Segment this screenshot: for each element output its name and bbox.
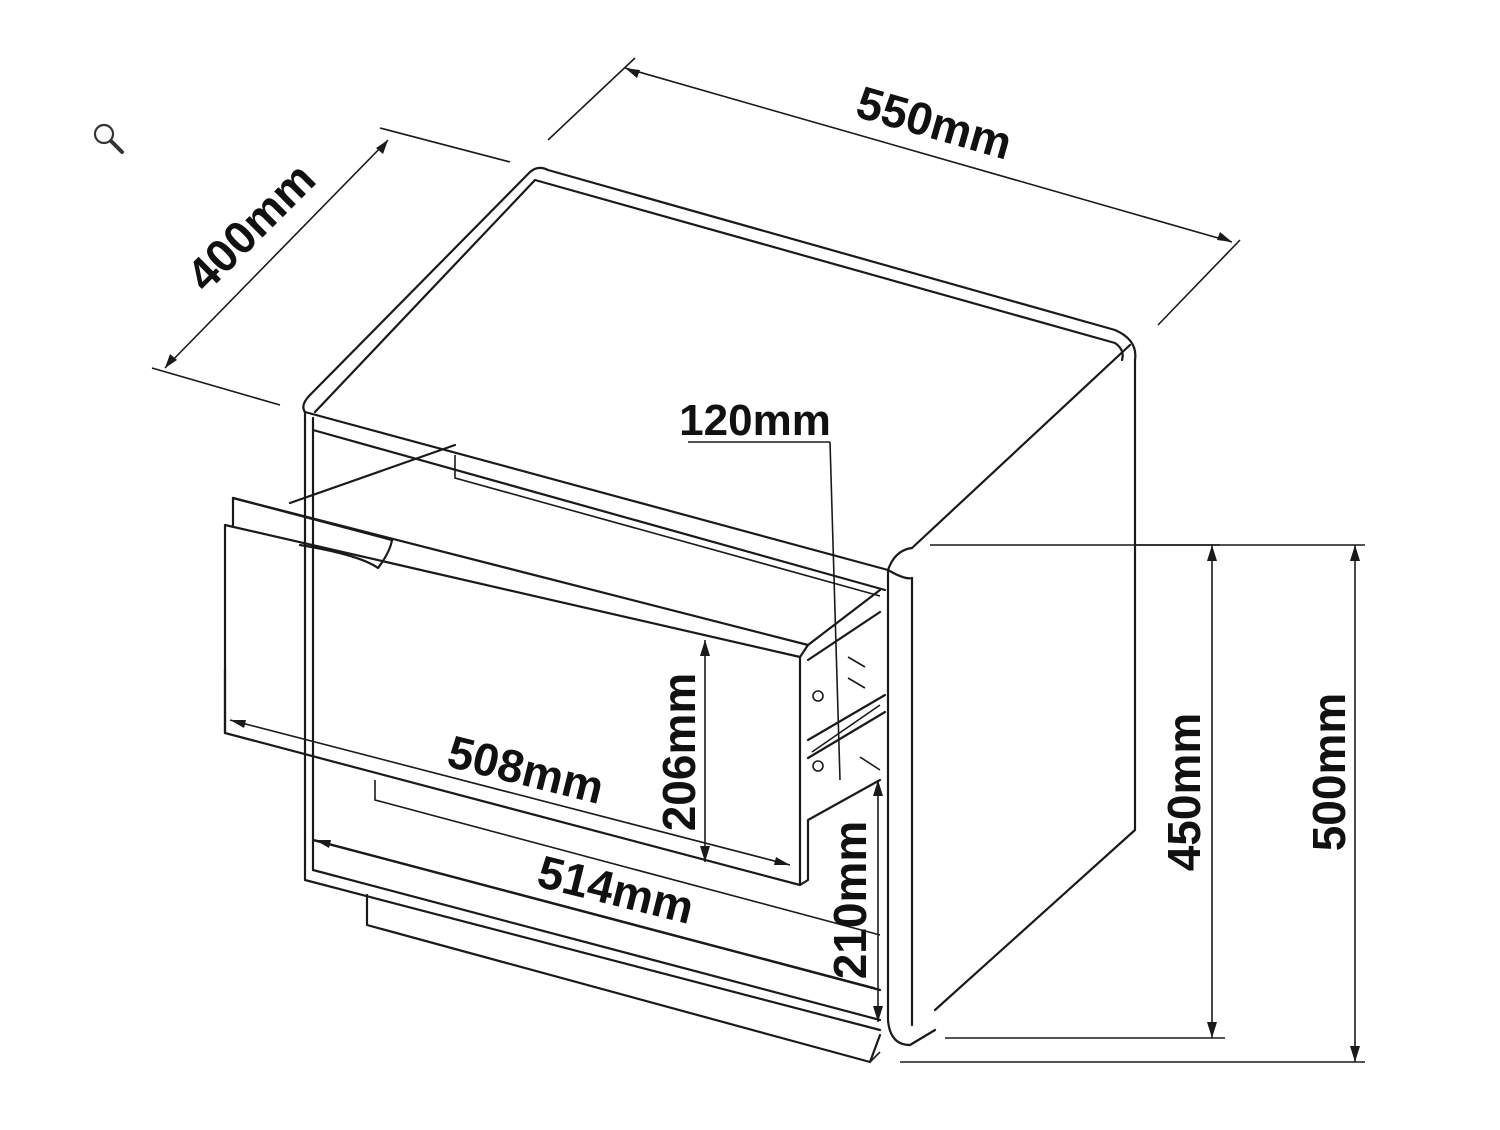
label-total-height: 500mm <box>1303 693 1355 852</box>
drawer <box>223 443 887 887</box>
label-drawer-gap: 120mm <box>679 396 831 445</box>
label-drawer-width: 508mm <box>443 725 609 814</box>
label-bottom-gap: 210mm <box>824 821 876 980</box>
label-width-top: 550mm <box>851 76 1018 170</box>
dimension-lines <box>151 57 1365 1063</box>
label-drawer-height: 206mm <box>653 673 705 832</box>
magnifier-icon <box>93 123 124 154</box>
label-body-height: 450mm <box>1158 713 1210 872</box>
cabinet-outline <box>302 166 1137 1064</box>
zoom-button[interactable] <box>88 118 130 160</box>
